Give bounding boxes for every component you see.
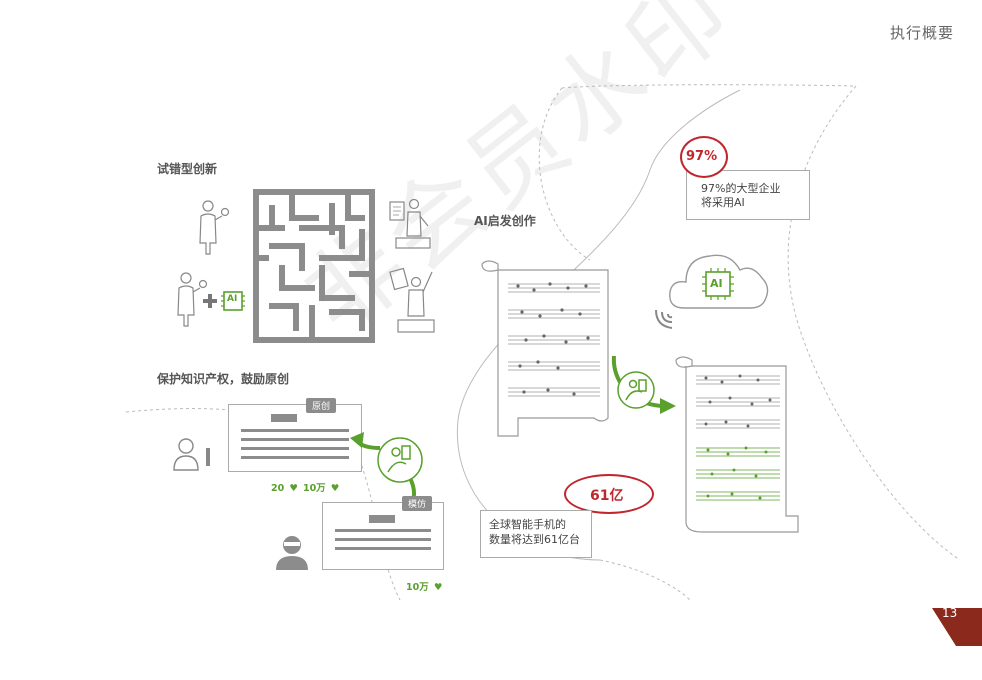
ai-cloud-label: AI: [710, 277, 723, 290]
enterprise-stat-value: 97%: [686, 149, 718, 164]
imitation-stats: 10万 ♥: [406, 575, 442, 594]
plus-icon: [203, 294, 217, 308]
original-views: 10万: [302, 483, 326, 494]
imitation-views: 10万: [406, 582, 429, 593]
page-number: 13: [942, 606, 958, 620]
ai-chip-label: AI: [227, 294, 238, 304]
imitation-tag: 模仿: [402, 496, 433, 511]
inspire-flow-arrow: [611, 355, 676, 414]
smartphone-stat-badge: 61亿: [564, 474, 654, 514]
heart-icon-3: ♥: [433, 582, 443, 593]
enterprise-stat-line2: 将采用AI: [701, 196, 745, 209]
masked-copier-icon: [276, 536, 308, 570]
section-header: 执行概要: [889, 24, 954, 42]
ip-section-title: 保护知识产权，鼓励原创: [157, 372, 290, 386]
enterprise-stat-box: 97%的大型企业 将采用AI: [686, 170, 810, 220]
ai-cloud-icon: AI: [668, 244, 770, 312]
smartphone-stat-line1: 全球智能手机的: [489, 518, 566, 531]
imitation-content-card: [322, 502, 444, 570]
award-podium-icon: [389, 198, 431, 249]
heart-icon: ♥: [289, 483, 298, 494]
page-number-badge: 13: [932, 606, 982, 646]
ai-music-score-sheet: [675, 356, 799, 533]
trial-section-title: 试错型创新: [157, 162, 218, 176]
enterprise-stat-line1: 97%的大型企业: [701, 182, 781, 195]
original-tag: 原创: [306, 398, 337, 413]
original-likes: 20: [271, 483, 285, 494]
ai-chip-icon: AI: [221, 290, 245, 312]
winner-celebration-icon: [389, 267, 435, 333]
ai-creation-title: AI启发创作: [474, 214, 536, 228]
person-idea-icon-2: [177, 272, 208, 327]
author-avatar-icon: [173, 438, 210, 471]
smartphone-stat-value: 61亿: [590, 488, 624, 504]
music-score-sheet: [481, 260, 609, 437]
smartphone-stat-box: 全球智能手机的 数量将达到61亿台: [480, 510, 592, 558]
original-stats: 20 ♥ 10万 ♥: [271, 476, 339, 495]
person-idea-icon: [199, 200, 230, 255]
heart-icon-2: ♥: [330, 483, 340, 494]
wifi-signal-icon: [655, 309, 673, 329]
maze-illustration: [253, 189, 375, 343]
enterprise-stat-badge: 97%: [680, 136, 728, 178]
original-content-card: [228, 404, 362, 472]
smartphone-stat-line2: 数量将达到61亿台: [489, 533, 580, 546]
